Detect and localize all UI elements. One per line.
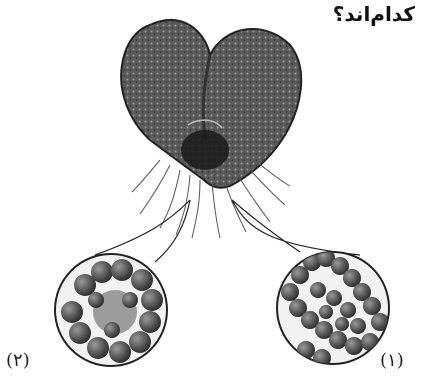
label-figure-1: (۱) bbox=[380, 350, 404, 371]
label-figure-2: (۲) bbox=[6, 350, 30, 371]
organ-shape bbox=[121, 20, 301, 188]
magnified-view-2 bbox=[55, 254, 167, 366]
magnified-view-1 bbox=[277, 249, 389, 367]
